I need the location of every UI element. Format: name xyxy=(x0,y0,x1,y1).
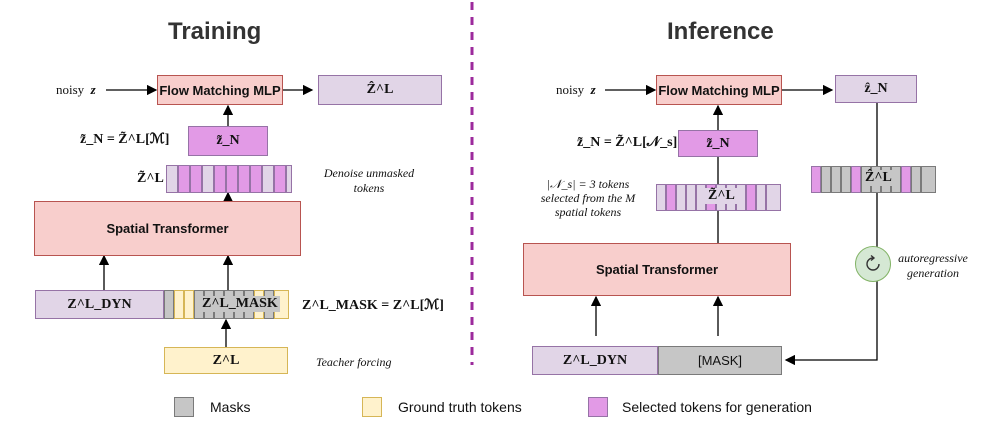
z-mask-label-train: Z^L_MASK xyxy=(200,296,280,312)
token-row-train xyxy=(166,165,292,193)
token xyxy=(841,166,851,193)
zhat-l-label-inf: Ẑ^L xyxy=(862,170,895,186)
token xyxy=(190,165,202,193)
denoise-note: Denoise unmasked tokens xyxy=(323,166,415,195)
token xyxy=(166,165,178,193)
inference-title: Inference xyxy=(667,18,774,45)
spatial-transformer-train: Spatial Transformer xyxy=(34,201,301,256)
token xyxy=(821,166,831,193)
token xyxy=(286,165,292,193)
z-l-box-train: Z^L xyxy=(164,347,288,374)
zhat-l-box-train: Ẑ^L xyxy=(318,75,442,105)
token xyxy=(226,165,238,193)
selected-tokens-note: |𝒩_s| = 3 tokens selected from the M spa… xyxy=(540,177,636,219)
ztilde-n-box-inf: z̃_N xyxy=(678,130,758,157)
token xyxy=(214,165,226,193)
token xyxy=(184,290,194,319)
token xyxy=(202,165,214,193)
token xyxy=(911,166,921,193)
legend-masks-label: Masks xyxy=(210,399,251,415)
autoregressive-note: autoregressive generation xyxy=(898,251,968,280)
token xyxy=(811,166,821,193)
token xyxy=(901,166,911,193)
zhat-n-box-inf: ẑ_N xyxy=(835,75,917,103)
token xyxy=(164,290,174,319)
legend-swatch-ground-truth xyxy=(362,397,382,417)
token xyxy=(746,184,756,211)
training-title: Training xyxy=(168,18,262,45)
mask-eq-train: Z^L_MASK = Z^L[ℳ] xyxy=(302,298,444,313)
flow-matching-mlp-inf: Flow Matching MLP xyxy=(656,75,782,105)
token xyxy=(831,166,841,193)
token xyxy=(238,165,250,193)
z-dyn-box-inf: Z^L_DYN xyxy=(532,346,658,375)
token xyxy=(766,184,781,211)
legend-selected-label: Selected tokens for generation xyxy=(622,399,812,415)
token xyxy=(676,184,686,211)
token xyxy=(656,184,666,211)
autoregressive-loop-line xyxy=(784,103,878,366)
teacher-forcing-note: Teacher forcing xyxy=(316,355,392,369)
flow-matching-mlp-train: Flow Matching MLP xyxy=(157,75,283,105)
token xyxy=(686,184,696,211)
legend-swatch-selected xyxy=(588,397,608,417)
token xyxy=(921,166,936,193)
refresh-icon xyxy=(866,254,880,271)
token xyxy=(262,165,274,193)
noisy-label-train: noisy z xyxy=(56,82,96,97)
token xyxy=(274,165,286,193)
token xyxy=(250,165,262,193)
ztilde-eq-train: z̃_N = Z̃^L[ℳ] xyxy=(80,132,170,147)
autoregressive-cycle-icon xyxy=(855,246,891,282)
ztilde-eq-inf: z̃_N = Z̃^L[𝒩_s] xyxy=(577,135,678,150)
token xyxy=(756,184,766,211)
noisy-label-inf: noisy z xyxy=(556,82,596,97)
spatial-transformer-inf: Spatial Transformer xyxy=(523,243,791,296)
token xyxy=(178,165,190,193)
ztilde-l-label-train: Z̃^L xyxy=(137,171,164,186)
z-dyn-box-train: Z^L_DYN xyxy=(35,290,164,319)
ztilde-l-label-inf: Z̃^L xyxy=(705,188,738,204)
legend-swatch-masks xyxy=(174,397,194,417)
ztilde-n-box-train: z̃_N xyxy=(188,126,268,156)
legend-ground-truth-label: Ground truth tokens xyxy=(398,399,522,415)
mask-box-inf: [MASK] xyxy=(658,346,782,375)
token xyxy=(851,166,861,193)
token xyxy=(174,290,184,319)
token xyxy=(666,184,676,211)
